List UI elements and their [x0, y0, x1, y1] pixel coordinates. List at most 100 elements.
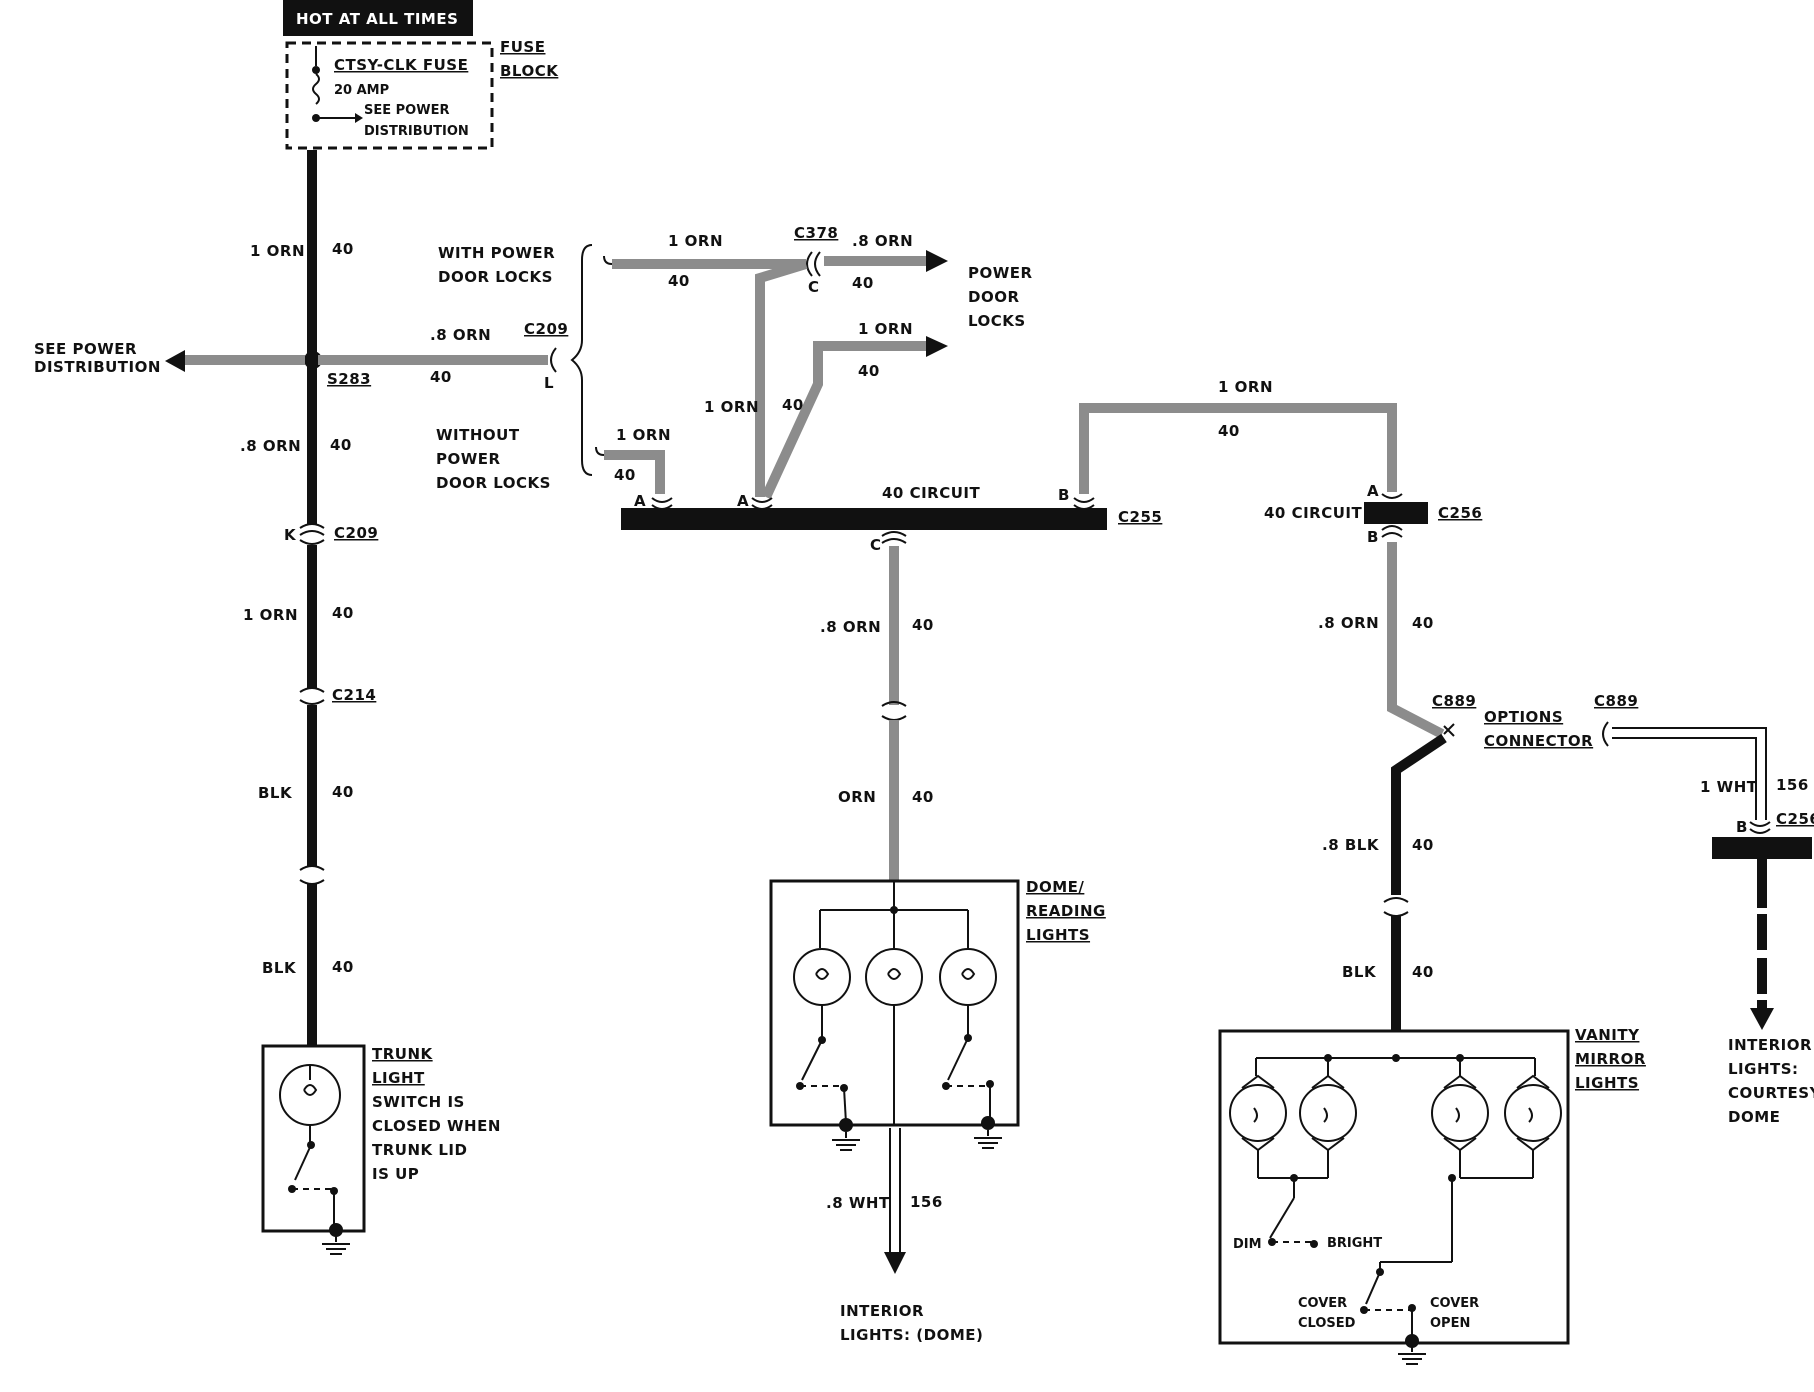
vanity-lights-box: [1218, 1029, 1570, 1345]
dome-out-color: .8 WHT: [826, 1194, 890, 1212]
upper-w3-circuit: 40: [858, 362, 880, 380]
courtesy-c256-connector: [1749, 821, 1771, 834]
fuse-block-label-2: BLOCK: [500, 62, 559, 80]
splice-s283-dot: [304, 351, 322, 369]
see-power-left-2: DISTRIBUTION: [34, 358, 161, 376]
c209-branch-color: .8 ORN: [430, 326, 491, 344]
fuse-name: CTSY-CLK FUSE: [334, 56, 468, 74]
vanity-label-3: LIGHTS: [1575, 1074, 1639, 1092]
trunk-label-2: LIGHT: [372, 1069, 425, 1087]
vanity-ground-icon: [1398, 1346, 1426, 1365]
dome-dest-1: INTERIOR: [840, 1302, 924, 1320]
upper-w4-circuit: 40: [782, 396, 804, 414]
upper-wire-diag: [761, 341, 930, 500]
dome-label-1: DOME/: [1026, 878, 1084, 896]
dome-bulb-3-icon: [939, 948, 997, 1006]
left-wire4-color: BLK: [258, 784, 293, 802]
c889-connector: [1443, 723, 1455, 737]
c255-bus-bar: [621, 508, 1107, 530]
options-brace: [570, 244, 593, 476]
dome-label-2: READING: [1026, 902, 1106, 920]
power-door-locks-3: LOCKS: [968, 312, 1026, 330]
c256-w3-circuit: 40: [1412, 963, 1434, 981]
courtesy-out-wire: [1750, 859, 1774, 1030]
hot-at-all-times-label: HOT AT ALL TIMES: [296, 10, 458, 28]
c255-pin-a2-connector: [751, 497, 773, 510]
c256-w2-color: .8 BLK: [1322, 836, 1380, 854]
trunk-label-3: SWITCH IS: [372, 1093, 465, 1111]
vanity-cover-closed-2: CLOSED: [1298, 1316, 1356, 1331]
upper-w2-color: .8 ORN: [852, 232, 913, 250]
without-wire-arrow: [595, 446, 605, 456]
upper-w4-color: 1 ORN: [704, 398, 759, 416]
courtesy-dest-2: LIGHTS:: [1728, 1060, 1799, 1078]
courtesy-dest-4: DOME: [1728, 1108, 1780, 1126]
trunk-light-box: [261, 1044, 366, 1233]
c255-pin-a2: A: [737, 492, 749, 510]
splice-s283-label: S283: [327, 370, 371, 388]
courtesy-connector-block: [1712, 837, 1812, 859]
c256-w2-circuit: 40: [1412, 836, 1434, 854]
left-wire5-color: BLK: [262, 959, 297, 977]
c209-branch-circuit: 40: [430, 368, 452, 386]
c256-pin-a-connector: [1381, 493, 1403, 499]
trunk-label-6: IS UP: [372, 1165, 419, 1183]
dome-w1-circuit: 40: [912, 616, 934, 634]
dome-bulb-2-icon: [865, 948, 923, 1006]
left-wire5-circuit: 40: [332, 958, 354, 976]
c209-branch-pin: L: [544, 374, 554, 392]
dome-bus-wiring: [819, 882, 969, 948]
upper-w3-color: 1 ORN: [858, 320, 913, 338]
see-power-left-1: SEE POWER: [34, 340, 137, 358]
vanity-label-1: VANITY: [1575, 1026, 1640, 1044]
without-power-door-locks-2: POWER: [436, 450, 501, 468]
connector-c209-k: [299, 523, 325, 545]
connector-c378: [806, 251, 821, 277]
trunk-label-1: TRUNK: [372, 1045, 434, 1063]
vanity-bright-label: BRIGHT: [1327, 1236, 1382, 1251]
c209-branch-conn: C209: [524, 320, 568, 338]
upper-w1-color: 1 ORN: [668, 232, 723, 250]
courtesy-w-color: 1 WHT: [1700, 778, 1758, 796]
connector-c214: [299, 687, 325, 705]
c255-label: C255: [1118, 508, 1162, 526]
left-wire1-circuit: 40: [332, 240, 354, 258]
c255-pin-c: C: [870, 536, 882, 554]
c256-pin-a: A: [1367, 482, 1379, 500]
upper-w5-color: 1 ORN: [616, 426, 671, 444]
left-wire3-color: 1 ORN: [243, 606, 298, 624]
c256-circuit-label: 40 CIRCUIT: [1264, 504, 1363, 522]
dome-out-wire: [884, 1128, 906, 1274]
c256-pin-b-connector: [1381, 525, 1403, 538]
upper-wire-8orn-arrow: [926, 250, 948, 272]
c255-right-color: 1 ORN: [1218, 378, 1273, 396]
fuse-rating: 20 AMP: [334, 83, 389, 98]
fuse-see-power-1: SEE POWER: [364, 103, 449, 118]
c255-pin-c-connector: [881, 531, 907, 544]
power-door-locks-2: DOOR: [968, 288, 1020, 306]
vanity-label-2: MIRROR: [1575, 1050, 1646, 1068]
with-power-door-locks-1: WITH POWER: [438, 244, 555, 262]
courtesy-c889-connector: [1602, 721, 1609, 747]
fuse-block-outline: [285, 41, 494, 150]
connector-c209-k-pin: K: [284, 526, 297, 544]
c256-block: [1364, 502, 1428, 524]
vanity-inline-connector: [1383, 897, 1409, 917]
trunk-label-5: TRUNK LID: [372, 1141, 467, 1159]
left-wire1-color: 1 ORN: [250, 242, 305, 260]
connector-c209-k-label: C209: [334, 524, 378, 542]
trunk-label-4: CLOSED WHEN: [372, 1117, 501, 1135]
c256-w1-color: .8 ORN: [1318, 614, 1379, 632]
options-connector-1: OPTIONS: [1484, 708, 1563, 726]
see-power-arrow: [165, 350, 185, 372]
vanity-switch-wiring: [1257, 1150, 1534, 1348]
c889-label: C889: [1432, 692, 1476, 710]
courtesy-wht-wire: [1612, 727, 1767, 820]
left-wire3-circuit: 40: [332, 604, 354, 622]
c256-wire-black: [1391, 733, 1447, 895]
upper-wire-drop: [755, 259, 808, 497]
options-connector-2: CONNECTOR: [1484, 732, 1593, 750]
courtesy-c889-label: C889: [1594, 692, 1638, 710]
c378-label: C378: [794, 224, 838, 242]
dome-bulb-1-icon: [793, 948, 851, 1006]
